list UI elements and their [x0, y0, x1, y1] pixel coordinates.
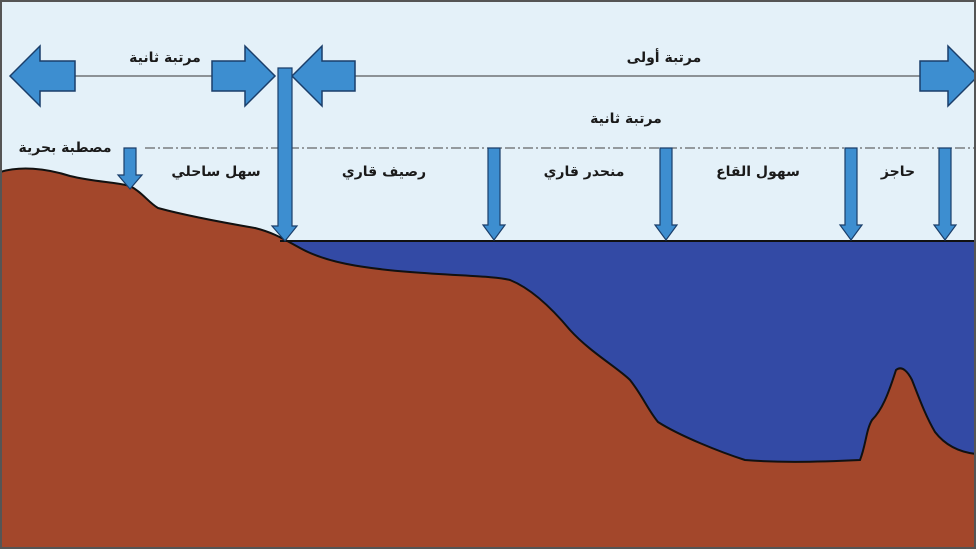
continental-slope-label: منحدر قاري	[544, 164, 625, 181]
terrace-down-arrow	[116, 147, 144, 190]
second-order-right-arrow	[211, 44, 277, 108]
marine-terrace-label: مصطبة بحرية	[19, 140, 112, 156]
first-order-left-arrow	[290, 44, 356, 108]
second-order-left-label: مرتبة ثانية	[129, 50, 201, 66]
slope-plain-down-arrow	[653, 147, 679, 242]
first-order-right-arrow	[919, 44, 976, 108]
coastal-plain-label: سهل ساحلي	[171, 164, 260, 180]
abyssal-plains-label: سهول القاع	[716, 164, 800, 180]
continental-shelf-label: رصيف قاري	[342, 164, 426, 181]
plain-barrier-down-arrow	[838, 147, 864, 242]
second-order-left-arrow	[8, 44, 76, 108]
first-order-label: مرتبة أولى	[627, 48, 702, 66]
second-order-center-label: مرتبة ثانية	[590, 111, 662, 127]
barrier-label: حاجز	[880, 164, 915, 180]
barrier-end-down-arrow	[932, 147, 958, 242]
land-profile	[0, 167, 976, 549]
shelf-slope-down-arrow	[481, 147, 507, 242]
divider-down-arrow	[270, 67, 299, 242]
